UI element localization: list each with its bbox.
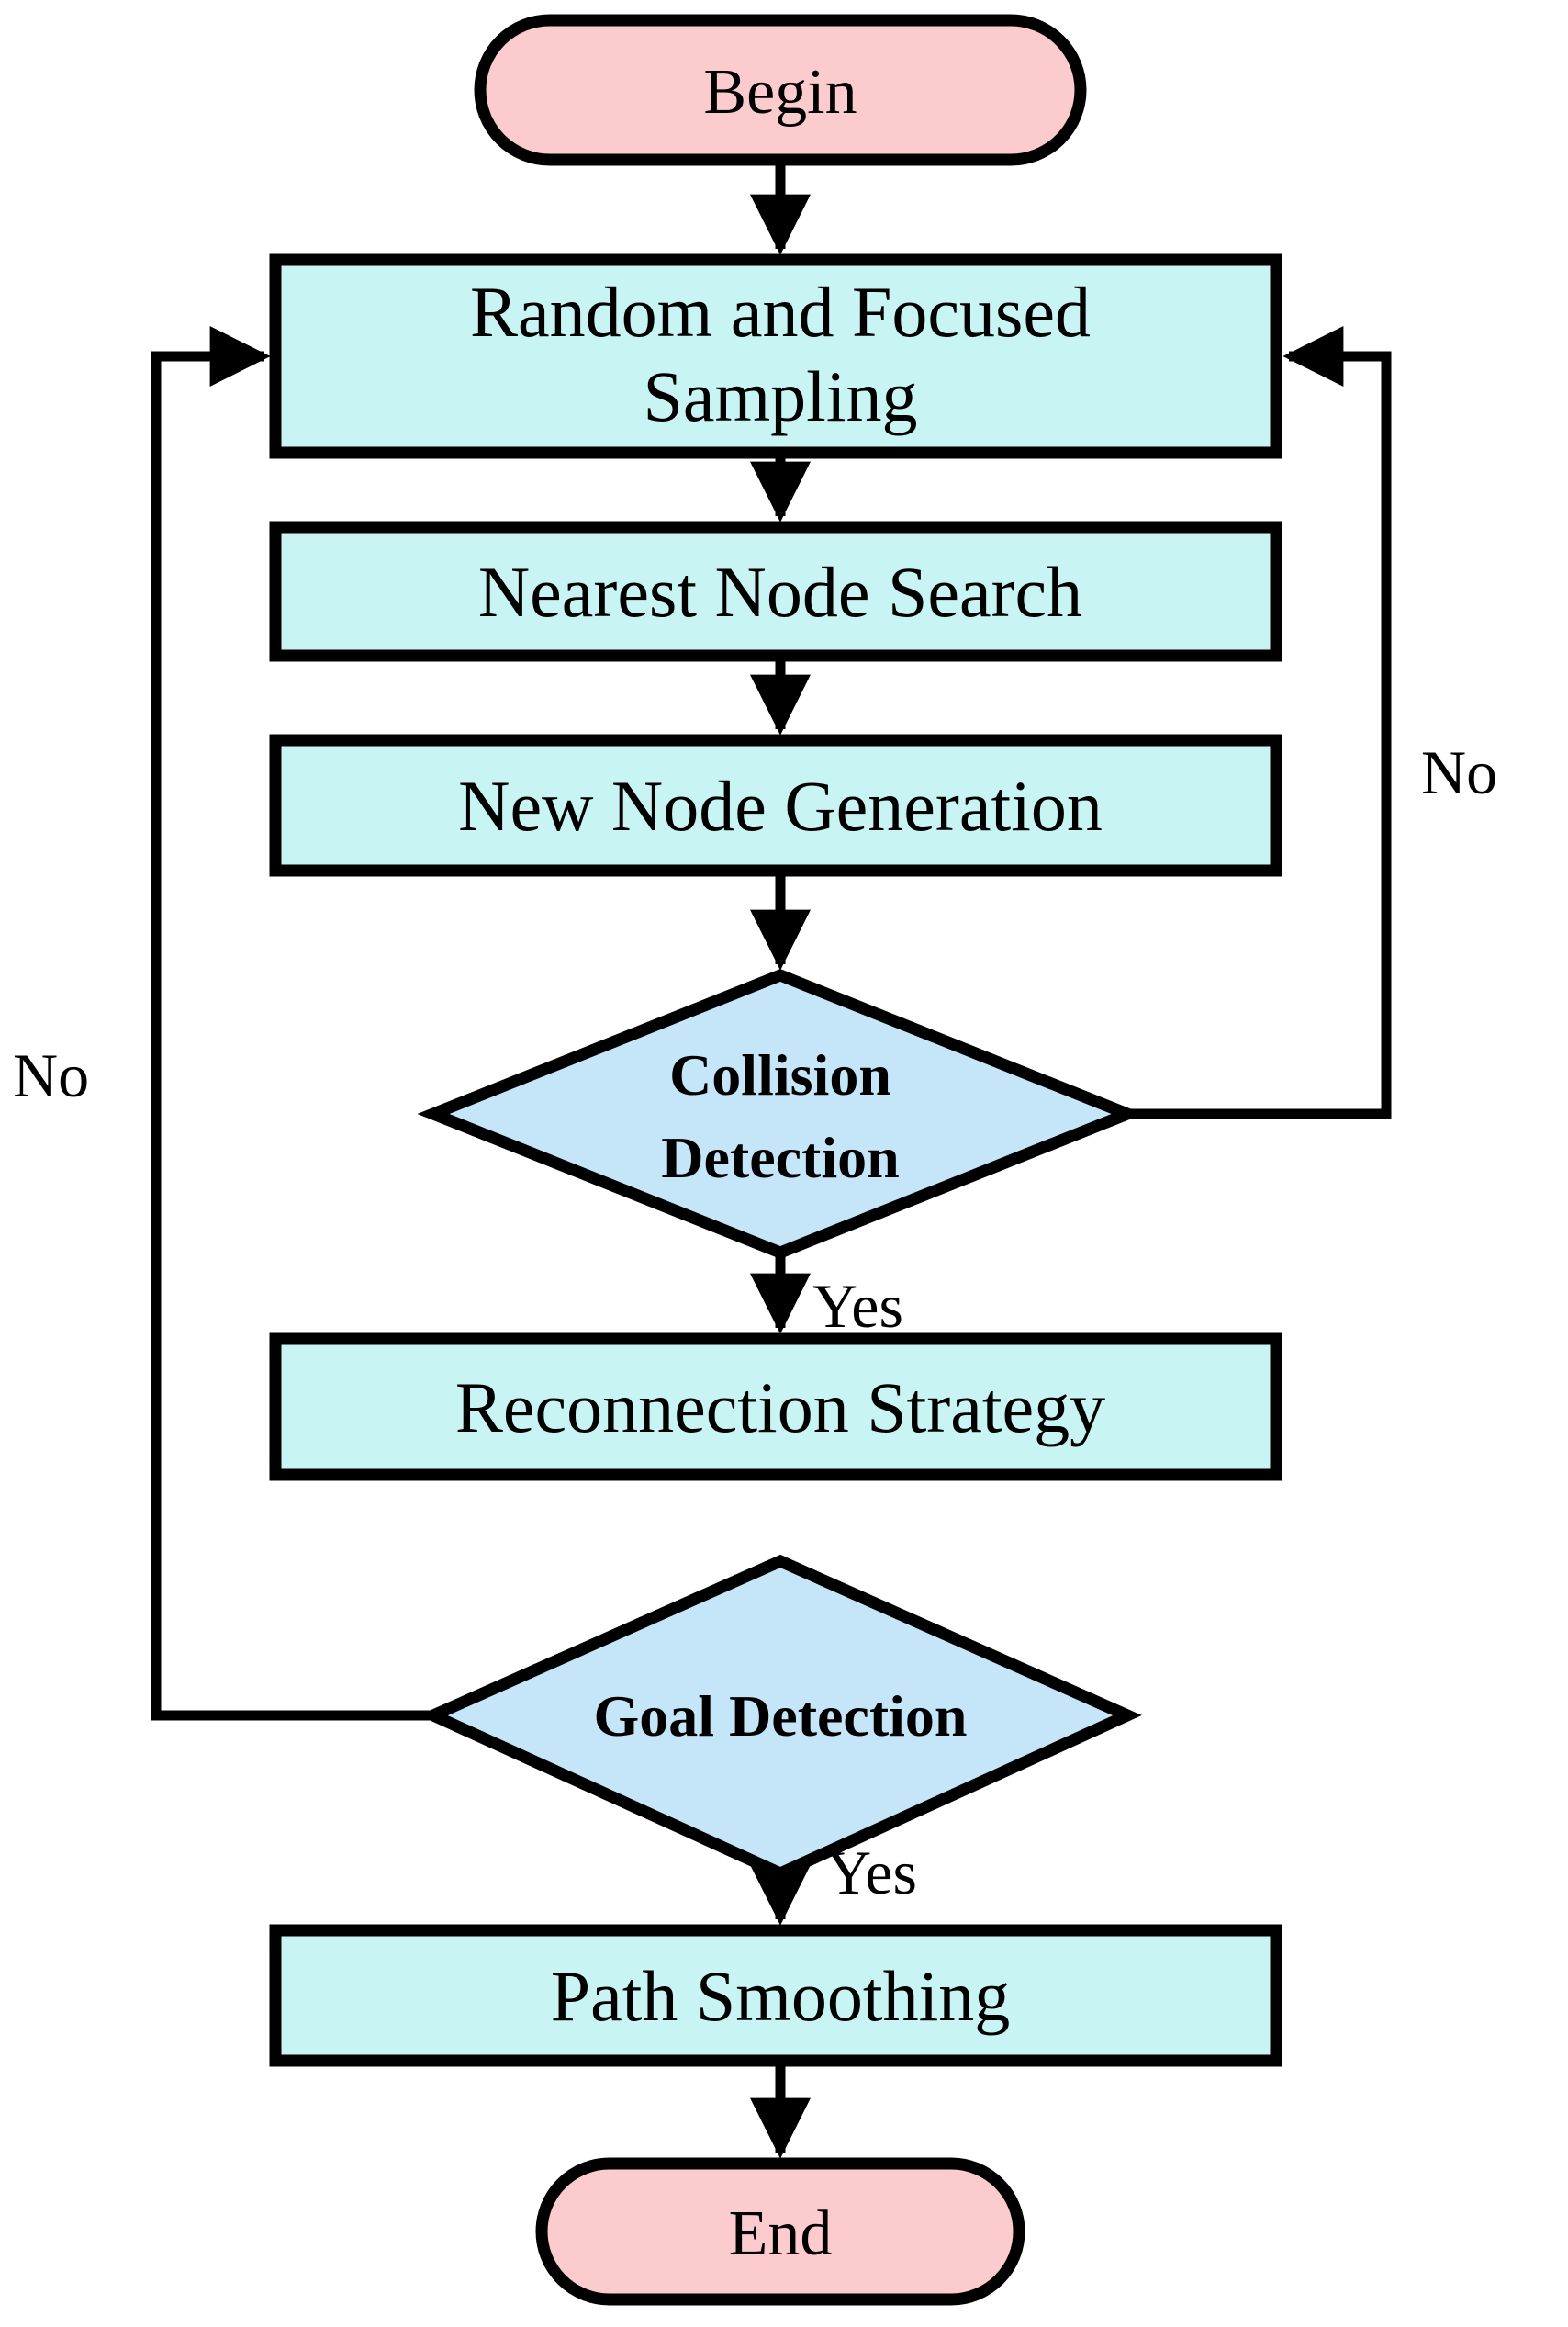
begin-label: Begin [703, 57, 857, 128]
node-collision-detection: Collision Detection [417, 969, 1144, 1259]
begin-terminator-shape [474, 14, 1087, 166]
node-new-node-generation: New Node Generation [269, 734, 1282, 877]
sampling-label-line1: Random and Focused [470, 272, 1091, 352]
node-end: End [535, 2157, 1025, 2306]
smoothing-process-shape [269, 1924, 1282, 2067]
node-reconnection-strategy: Reconnection Strategy [269, 1332, 1282, 1481]
collision-label-line2: Detection [661, 1125, 899, 1190]
sampling-label-line2: Sampling [643, 356, 917, 436]
reconnection-label: Reconnection Strategy [455, 1367, 1105, 1447]
end-label: End [729, 2198, 833, 2269]
node-goal-detection: Goal Detection [419, 1554, 1142, 1881]
goal-label: Goal Detection [594, 1683, 968, 1748]
collision-decision-shape [417, 969, 1144, 1259]
node-random-focused-sampling: Random and Focused Sampling [269, 253, 1282, 459]
node-nearest-node-search: Nearest Node Search [269, 521, 1282, 662]
smoothing-label: Path Smoothing [551, 1956, 1011, 2036]
newnode-label: New Node Generation [458, 766, 1103, 846]
edge-goal-no-loop [151, 326, 433, 1721]
end-terminator-shape [535, 2157, 1025, 2306]
label-collision-no: No [1421, 737, 1497, 807]
collision-label-line1: Collision [669, 1042, 891, 1107]
node-path-smoothing: Path Smoothing [269, 1924, 1282, 2067]
sampling-process-shape [269, 253, 1282, 459]
label-collision-yes: Yes [812, 1271, 903, 1341]
goal-decision-shape [419, 1554, 1142, 1881]
nearest-label: Nearest Node Search [478, 552, 1082, 632]
node-begin: Begin [474, 14, 1087, 166]
newnode-process-shape [269, 734, 1282, 877]
edge-collision-no-loop [1127, 326, 1392, 1119]
label-goal-no: No [13, 1040, 89, 1110]
nearest-process-shape [269, 521, 1282, 662]
reconnection-process-shape [269, 1332, 1282, 1481]
